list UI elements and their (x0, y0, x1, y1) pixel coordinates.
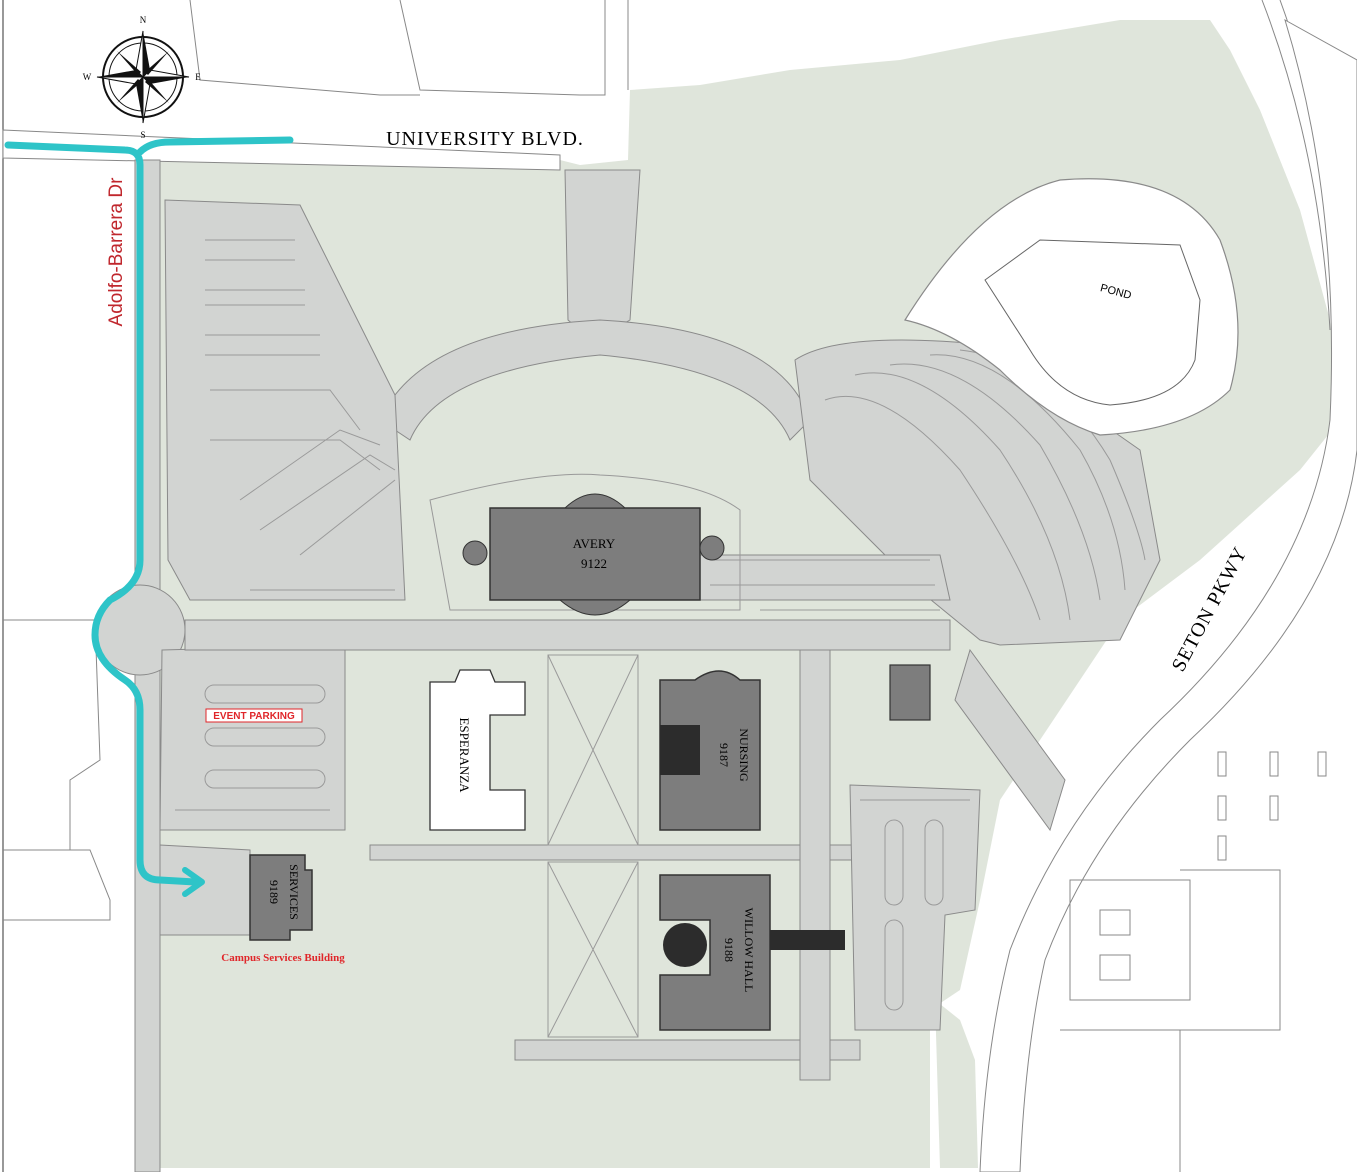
willow-hall-number: 9188 (722, 938, 736, 962)
university-blvd-label: UNIVERSITY BLVD. (386, 128, 584, 150)
adolfo-barrera-label: Adolfo-Barrera Dr (106, 177, 127, 327)
willow-hall-label: WILLOW HALL (742, 908, 756, 993)
esperanza-building[interactable]: ESPERANZA (429, 669, 526, 831)
pond-area: POND (904, 178, 1239, 436)
willow-hall-building[interactable]: WILLOW HALL 9188 (659, 874, 845, 1031)
compass-rose-icon: N S E W (83, 15, 202, 140)
avery-number: 9122 (581, 556, 607, 571)
nursing-number: 9187 (717, 743, 731, 767)
esperanza-label: ESPERANZA (457, 717, 472, 793)
off-campus-structures (3, 619, 1327, 1172)
nursing-building[interactable]: NURSING 9187 (659, 670, 761, 831)
campus-services-caption: Campus Services Building (221, 952, 345, 964)
route-line-branch (136, 136, 294, 156)
services-building[interactable]: SERVICES 9189 (249, 854, 313, 941)
event-lot-stalls (175, 684, 330, 811)
central-mall-walkways (547, 654, 639, 1038)
campus-pavement (94, 159, 1161, 1172)
services-number: 9189 (267, 880, 281, 904)
left-lot-stalls (205, 239, 396, 591)
compass-west: W (83, 72, 92, 82)
event-parking-label: EVENT PARKING (213, 711, 295, 722)
event-parking-badge: EVENT PARKING (205, 708, 303, 723)
nursing-label: NURSING (737, 728, 751, 782)
services-label: SERVICES (287, 864, 301, 920)
compass-east: E (195, 72, 201, 82)
compass-north: N (140, 15, 147, 25)
compass-south: S (140, 130, 145, 140)
seton-pkwy-road (979, 18, 1357, 1172)
avery-building[interactable]: AVERY 9122 (429, 473, 741, 616)
route-line (4, 141, 199, 886)
lower-right-lot-stalls (860, 799, 970, 1011)
right-lot-stalls (710, 349, 1146, 621)
small-building-east (889, 664, 931, 721)
avery-label: AVERY (573, 536, 616, 551)
route-arrow-icon (182, 867, 205, 897)
